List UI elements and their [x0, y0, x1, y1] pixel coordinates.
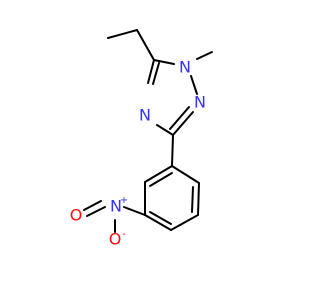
atom-n4: N	[139, 106, 151, 125]
bond-c5-n4	[147, 59, 155, 84]
molecule-canvas: N N N N + O O -	[0, 0, 300, 300]
bond-c5-n1	[153, 59, 175, 65]
bond-n1-n2	[190, 75, 198, 95]
atom-n2: N	[194, 93, 206, 112]
bond-ar2-ar3-double	[191, 186, 194, 213]
bond-ch3-ch2	[107, 29, 138, 39]
bond-nitro-o-double-2	[83, 200, 102, 211]
bond-n4-c3	[156, 124, 174, 136]
bond-ar1-ar2	[171, 165, 200, 184]
background	[0, 0, 300, 300]
bond-ar4-ar5-double	[149, 211, 172, 225]
bond-ar3-ar4	[170, 214, 199, 231]
atom-n1: N	[179, 58, 191, 77]
bond-ch2-c5	[136, 29, 155, 61]
charge-plus: +	[120, 195, 128, 206]
atom-n-nitro: N	[110, 197, 122, 216]
bond-ar6-ar1	[144, 165, 173, 183]
bond-n2-c3	[172, 111, 194, 136]
bond-ar2-ar3	[197, 182, 200, 216]
bond-n2-c3-double	[169, 106, 190, 130]
bond-ar4-ar5	[144, 214, 172, 231]
bond-nitro-o-double	[86, 206, 106, 217]
atom-o-single: O	[109, 230, 122, 249]
bond-c3-phenyl	[171, 134, 174, 167]
molecule-structure: N N N N + O O -	[0, 0, 300, 300]
bond-n1-methyl	[196, 51, 213, 60]
bond-ar6-ar1-double	[149, 172, 173, 187]
bond-ar5-n-nitro	[123, 206, 146, 216]
atom-o-double: O	[70, 206, 83, 225]
bond-c5-n4-double	[152, 62, 160, 85]
charge-minus: -	[122, 229, 126, 240]
